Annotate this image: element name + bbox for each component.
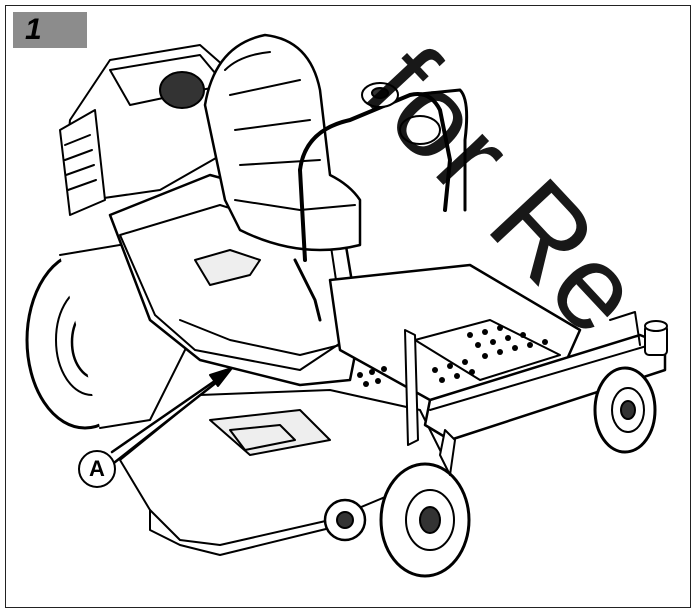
seat bbox=[203, 33, 362, 252]
figure-number: 1 bbox=[13, 12, 87, 48]
right-control-lever bbox=[408, 88, 469, 212]
front-frame-bar bbox=[423, 333, 667, 442]
callout-arrow bbox=[110, 374, 224, 454]
callout-label-a: A bbox=[78, 450, 116, 488]
